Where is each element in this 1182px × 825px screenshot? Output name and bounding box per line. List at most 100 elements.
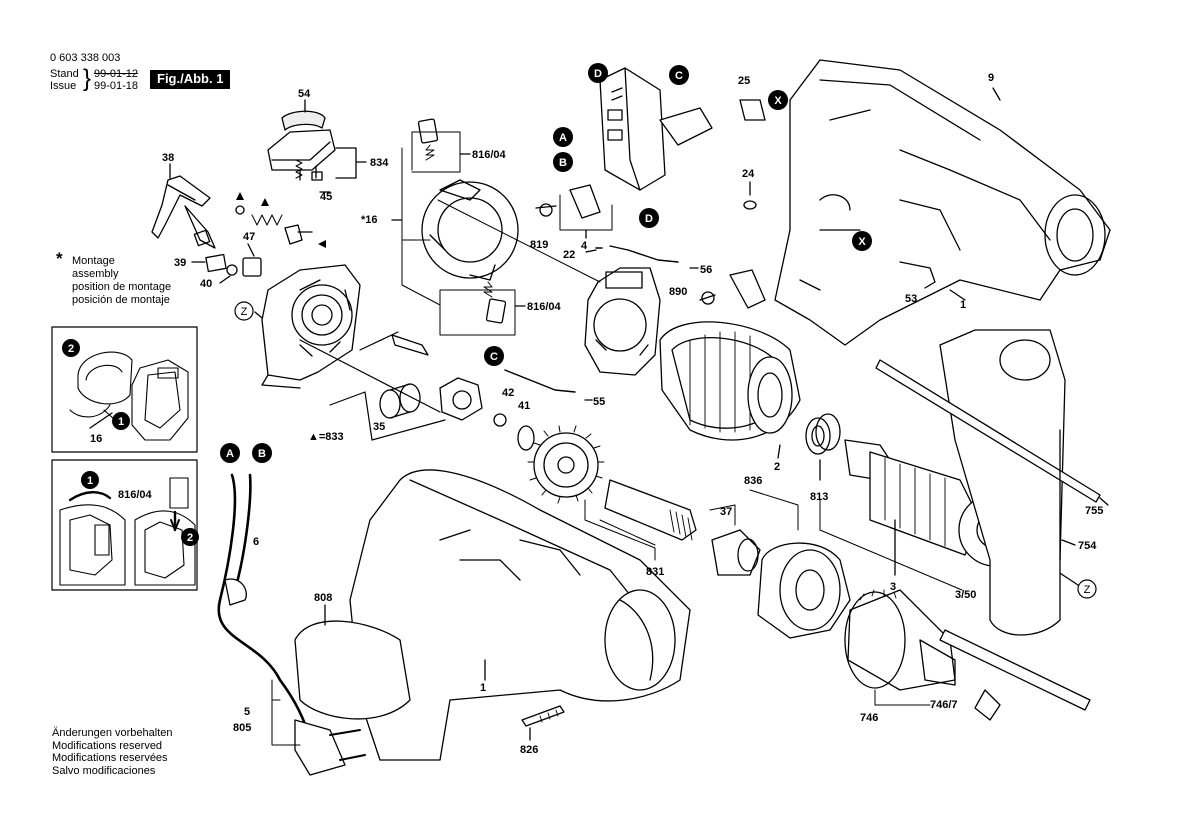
marker-D-top: D <box>588 63 608 83</box>
switch-unit-drawing <box>535 67 713 219</box>
label-831: 831 <box>646 566 664 578</box>
figure-label: Fig./Abb. 1 <box>150 70 231 89</box>
spindle-drawing <box>604 479 697 541</box>
chuck-key-drawing <box>939 629 1091 721</box>
markers: D C A B D C X X A B 2 1 1 2 Z Z <box>62 63 1097 599</box>
part-labels: 54 834 45 38 47 39 40 816/04 *16 816/04 … <box>90 72 1103 756</box>
issue-date: 99-01-18 <box>94 80 139 92</box>
label-22: 22 <box>563 249 575 261</box>
inset-box-top <box>51 326 198 453</box>
inset-box-bottom <box>51 459 198 591</box>
label-55: 55 <box>593 396 605 408</box>
switch-cover-drawing <box>267 110 336 181</box>
marker-letter: C <box>675 70 683 82</box>
marker-step2-inset-top: 2 <box>62 339 80 357</box>
inset-brush-holder-drawing <box>69 351 189 441</box>
marker-letter: A <box>559 132 567 144</box>
montage-line: Montage <box>72 255 115 267</box>
handle-grip-808-drawing <box>294 620 411 720</box>
motor-housing-drawing <box>349 469 691 761</box>
label-890: 890 <box>669 286 687 298</box>
marker-X-top: X <box>768 90 788 110</box>
footer-notes: Änderungen vorbehalten Modifications res… <box>52 727 172 777</box>
montage-line: assembly <box>72 268 119 280</box>
label-1: 1 <box>480 682 486 694</box>
housing-half-9-drawing <box>774 59 1111 346</box>
marker-letter: B <box>258 448 266 460</box>
label-45: 45 <box>320 191 332 203</box>
label-3: 3 <box>890 581 896 593</box>
label-755: 755 <box>1085 505 1103 517</box>
footer-line: Modifications reservées <box>52 752 168 764</box>
montage-line: position de montage <box>72 281 172 293</box>
label-47: 47 <box>243 231 255 243</box>
footer-line: Modifications reserved <box>52 739 163 752</box>
marker-Z-left: Z <box>234 301 254 321</box>
clutch-nut-drawing <box>439 377 483 421</box>
montage-line: posición de montaje <box>72 294 170 306</box>
marker-letter: X <box>858 236 866 248</box>
brush-plate-lower-drawing <box>584 267 661 376</box>
marker-step1-inset-bottom: 1 <box>81 471 99 489</box>
stand-date: 99-01-12 <box>94 68 139 80</box>
label-819: 819 <box>530 239 548 251</box>
marker-letter: C <box>490 351 498 363</box>
label-42: 42 <box>502 387 514 399</box>
label-826: 826 <box>520 744 538 756</box>
marker-letter: 2 <box>68 343 74 355</box>
label-816-04-top: 816/04 <box>472 149 507 161</box>
footer-line: Salvo modificaciones <box>52 764 156 777</box>
marker-A-mid: A <box>553 127 573 147</box>
spring-45-drawing <box>295 159 323 181</box>
carbon-brush-bottom-drawing <box>483 281 507 324</box>
label-56: 56 <box>700 264 712 276</box>
marker-letter: 2 <box>187 532 193 544</box>
label-41: 41 <box>518 400 530 412</box>
marker-B-mid: B <box>553 152 573 172</box>
label-25: 25 <box>738 75 750 87</box>
label-9: 9 <box>988 72 994 84</box>
small-parts-drawing <box>205 205 313 277</box>
label-746: 746 <box>860 712 878 724</box>
gear-drawing <box>493 413 605 504</box>
label-746-7: 746/7 <box>930 699 958 711</box>
montage-note: * Montage assembly position de montage p… <box>56 250 172 307</box>
inset-label-16: 16 <box>90 433 102 445</box>
label-836: 836 <box>744 475 762 487</box>
power-cable-drawing <box>217 473 366 776</box>
label-813: 813 <box>810 491 828 503</box>
gear-housing-836-drawing <box>757 542 851 639</box>
marker-letter: D <box>645 213 653 225</box>
marker-X-housing: X <box>852 231 872 251</box>
field-stator-drawing <box>659 321 801 441</box>
label-3-50: 3/50 <box>955 589 976 601</box>
label-6: 6 <box>253 536 259 548</box>
label-816-04-bottom: 816/04 <box>527 301 562 313</box>
marker-letter: 1 <box>118 416 124 428</box>
inset-brush-insert-drawing <box>59 477 196 586</box>
date-brace: } <box>83 65 92 92</box>
label-53: 53 <box>905 293 917 305</box>
brush-plate-upper-drawing <box>421 179 519 281</box>
footer-line: Änderungen vorbehalten <box>52 727 173 739</box>
marker-B-cable: B <box>252 443 272 463</box>
spindle-bearing-37-drawing <box>711 529 761 576</box>
marker-letter: D <box>594 68 602 80</box>
auxiliary-handle-drawing <box>875 329 1101 636</box>
montage-symbol: * <box>56 249 63 268</box>
label-24: 24 <box>742 168 755 180</box>
marker-letter: B <box>559 157 567 169</box>
marker-C-top: C <box>669 65 689 85</box>
marker-D-mid: D <box>639 208 659 228</box>
bearing-flange-drawing <box>261 264 361 389</box>
marker-letter: A <box>226 448 234 460</box>
marker-letter: Z <box>1084 584 1091 596</box>
needle-bearing-35-drawing <box>379 383 421 419</box>
marker-step2-inset-bottom: 2 <box>181 528 199 546</box>
inset-label-816-04: 816/04 <box>118 489 153 501</box>
label-834: 834 <box>370 157 389 169</box>
label-39: 39 <box>174 257 186 269</box>
marker-Z-right: Z <box>1077 579 1097 599</box>
marker-C-mid: C <box>484 346 504 366</box>
